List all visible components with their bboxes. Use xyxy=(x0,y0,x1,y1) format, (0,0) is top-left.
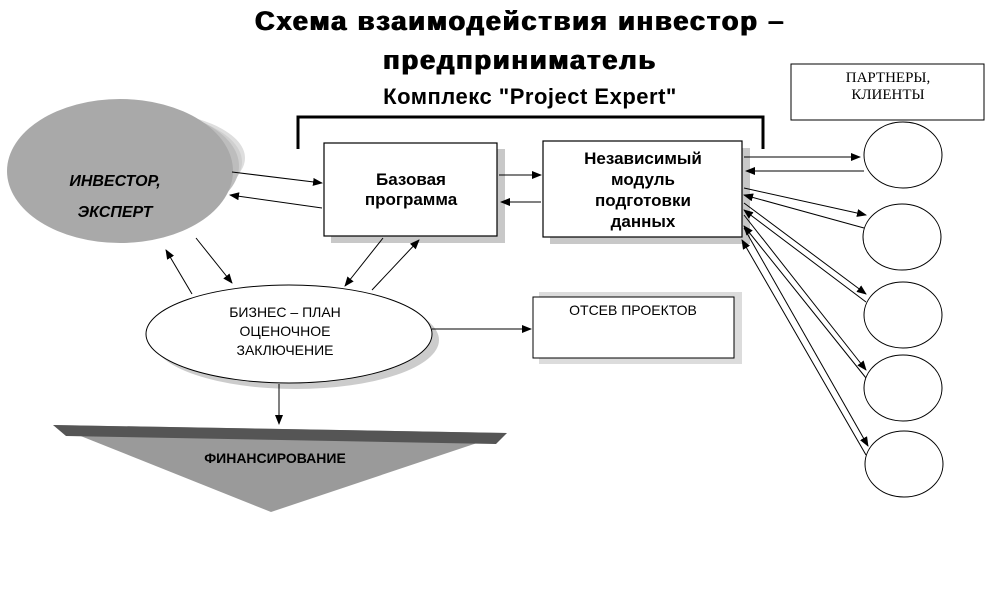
investor-node xyxy=(7,99,245,243)
partners-box xyxy=(790,63,985,121)
independent-module-box xyxy=(542,140,743,238)
arrow-investor-to-plan xyxy=(195,237,233,284)
business-plan-ellipse xyxy=(145,284,433,384)
arrow-module-to-circle-3 xyxy=(743,202,867,295)
arrow-investor-to-base xyxy=(231,171,323,186)
partner-circle-5 xyxy=(864,430,944,498)
module-label-line: данных xyxy=(610,212,676,231)
arrow-plan-to-investor xyxy=(165,249,193,295)
investor-label-line: ЭКСПЕРТ xyxy=(77,204,153,221)
partners-label-line: КЛИЕНТЫ xyxy=(851,87,925,103)
independent-module-label: Независимый модуль подготовки данных xyxy=(545,148,741,232)
business-plan-label-line: ЗАКЛЮЧЕНИЕ xyxy=(236,342,334,358)
financing-triangle xyxy=(53,425,507,512)
project-screening-label: ОТСЕВ ПРОЕКТОВ xyxy=(569,302,697,318)
base-program-label: Базовая программа xyxy=(326,170,496,210)
arrow-module-to-circle-2 xyxy=(743,187,867,217)
investor-label: ИНВЕСТОР, ЭКСПЕРТ xyxy=(30,166,200,228)
complex-label: Комплекс "Project Expert" xyxy=(383,84,677,109)
arrow-base-to-plan xyxy=(344,237,384,287)
base-program-label-line: Базовая xyxy=(376,170,446,189)
arrow-plan-to-base xyxy=(371,239,420,291)
investor-label-line: ИНВЕСТОР, xyxy=(69,173,161,190)
arrow-circle-5-to-module xyxy=(741,239,867,456)
partners-label: ПАРТНЕРЫ, КЛИЕНТЫ xyxy=(792,70,984,104)
partners-label-line: ПАРТНЕРЫ, xyxy=(845,70,931,86)
complex-bracket xyxy=(296,115,765,149)
arrow-circle-4-to-module xyxy=(743,225,867,379)
arrow-base-to-investor xyxy=(229,192,323,209)
partner-circle-4 xyxy=(863,354,943,422)
financing-label: ФИНАНСИРОВАНИЕ xyxy=(204,450,346,466)
partner-circle-1 xyxy=(863,121,943,189)
project-screening-box xyxy=(532,296,735,359)
business-plan-label-line: БИЗНЕС – ПЛАН xyxy=(229,304,341,320)
arrow-module-to-circle-4 xyxy=(743,214,867,371)
module-label-line: подготовки xyxy=(595,191,691,210)
business-plan-label: БИЗНЕС – ПЛАН ОЦЕНОЧНОЕ ЗАКЛЮЧЕНИЕ xyxy=(200,303,370,360)
diagram-title-line-2: предприниматель xyxy=(383,45,657,75)
module-label-line: модуль xyxy=(611,170,675,189)
module-label-line: Независимый xyxy=(584,149,702,168)
arrow-circle-3-to-module xyxy=(743,209,867,303)
business-plan-label-line: ОЦЕНОЧНОЕ xyxy=(239,323,331,339)
base-program-label-line: программа xyxy=(364,190,458,209)
diagram-title-line-1: Схема взаимодействия инвестор – xyxy=(254,6,786,36)
partner-circle-2 xyxy=(862,203,942,271)
arrow-circle-2-to-module xyxy=(743,193,865,229)
arrow-module-to-circle-5 xyxy=(743,227,869,447)
partner-circle-3 xyxy=(863,281,943,349)
base-program-box xyxy=(323,142,498,237)
